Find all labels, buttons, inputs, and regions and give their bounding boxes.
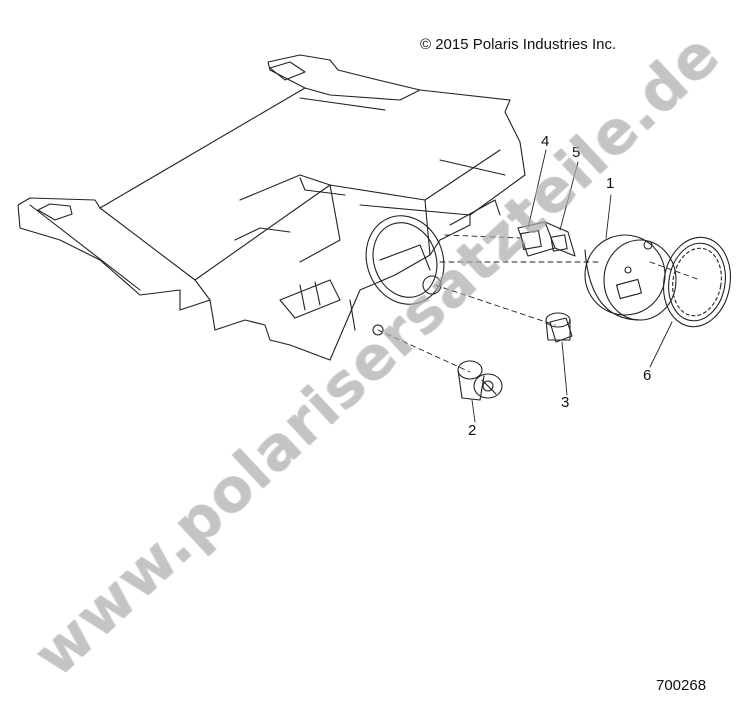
callout-2: 2 (468, 422, 477, 439)
callout-3: 3 (561, 394, 570, 411)
dashboard-panel (17, 54, 526, 361)
diagram-number: 700268 (656, 677, 707, 694)
copyright-notice: © 2015 Polaris Industries Inc. (420, 36, 617, 53)
callout-6: 6 (643, 367, 652, 384)
rocker-switches-part-4-5 (517, 221, 576, 257)
callout-leaders (471, 149, 673, 423)
assembly-lines (377, 234, 701, 373)
gauge-cluster-part-1 (584, 234, 677, 321)
ignition-switch-part-2 (457, 360, 503, 401)
callout-5: 5 (572, 144, 581, 161)
bezel-ring-part-6 (663, 236, 731, 328)
callout-1: 1 (606, 175, 615, 192)
callout-4: 4 (541, 133, 550, 150)
power-outlet-part-3 (545, 312, 573, 343)
